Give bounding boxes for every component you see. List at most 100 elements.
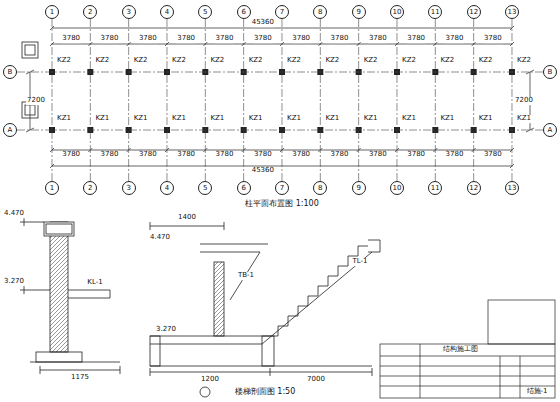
axis-number: 4 [165,9,169,16]
drawing-label: 3780 [138,35,158,43]
axis-line [52,19,53,181]
axis-number: A [8,127,13,134]
axis-bubble: 7 [275,181,289,195]
drawing-label: 3780 [330,35,350,43]
column-tag: KZ2 [94,57,110,65]
axis-number: 11 [431,9,440,16]
axis-bubble: 13 [505,181,519,195]
axis-bubble: A [543,123,557,137]
axis-line [511,19,512,181]
drawing-label: 3780 [215,151,235,159]
axis-bubble: 4 [160,181,174,195]
axis-number: 4 [165,185,169,192]
axis-number: 11 [431,185,440,192]
column-tag: KZ1 [209,115,225,123]
column-tag: KZ2 [324,57,340,65]
drawing-label: 3780 [406,151,426,159]
axis-line [435,19,436,181]
axis-line [281,19,282,181]
drawing-label: 1400 [177,214,197,222]
axis-number: 10 [393,185,402,192]
axis-bubble: 5 [198,181,212,195]
drawing-label: 3.270 [3,278,25,286]
column-tag: KZ1 [516,115,532,123]
column-tag: KZ2 [248,57,264,65]
column-tag: KZ1 [363,115,379,123]
axis-bubble: 1 [45,181,59,195]
drawing-label: 3780 [100,35,120,43]
drawing-label: 3780 [445,35,465,43]
axis-number: 6 [241,9,245,16]
drawing-label: 3780 [368,35,388,43]
axis-bubble: 11 [428,5,442,19]
axis-line [205,19,206,181]
axis-number: 5 [203,185,207,192]
axis-number: 3 [126,185,130,192]
drawing-label: 楼梯剖面图 1:50 [234,388,297,397]
axis-number: 6 [241,185,245,192]
drawing-label: 45360 [251,167,275,175]
axis-bubble: 2 [83,5,97,19]
drawing-label: 3780 [253,151,273,159]
axis-line [166,19,167,181]
axis-bubble: 4 [160,5,174,19]
drawing-label: 3780 [406,35,426,43]
column-tag: KZ2 [209,57,225,65]
axis-number: 10 [393,9,402,16]
axis-bubble: 10 [390,5,404,19]
axis-line [17,130,543,131]
drawing-label: 3780 [61,151,81,159]
axis-number: 9 [356,185,360,192]
drawing-label: 3780 [445,151,465,159]
stair-section [150,222,380,397]
column-tag: KZ2 [286,57,302,65]
axis-number: 7 [280,185,284,192]
drawing-label: 7200 [26,97,46,105]
drawing-label: 3.270 [155,326,177,334]
drawing-label: 3780 [215,35,235,43]
column-tag: KZ1 [401,115,417,123]
axis-bubble: 8 [313,181,327,195]
axis-number: 2 [88,9,92,16]
drawing-label: 1175 [70,374,90,382]
column-tag: KZ1 [94,115,110,123]
drawing-label: 3780 [483,151,503,159]
drawing-label: 3780 [291,35,311,43]
column-detail [22,42,38,118]
axis-number: 7 [280,9,284,16]
drawing-label: 3780 [368,151,388,159]
axis-bubble: 3 [122,5,136,19]
column-tag: KZ1 [439,115,455,123]
axis-bubble: 2 [83,181,97,195]
column-tag: KZ1 [324,115,340,123]
axis-number: 2 [88,185,92,192]
axis-bubble: 11 [428,181,442,195]
drawing-label: 3780 [291,151,311,159]
drawing-label: 4.470 [3,210,25,218]
axis-bubble: 12 [467,181,481,195]
axis-number: 5 [203,9,207,16]
axis-number: 12 [469,9,478,16]
axis-bubble: 7 [275,5,289,19]
axis-bubble: 9 [352,181,366,195]
axis-bubble: A [3,123,17,137]
axis-line [358,19,359,181]
wall-section [20,218,120,374]
column-tag: KZ2 [171,57,187,65]
drawing-label: TB-1 [237,272,255,280]
axis-bubble: 10 [390,181,404,195]
column-tag: KZ1 [171,115,187,123]
axis-line [473,19,474,181]
drawing-label: 3780 [330,151,350,159]
column-tag: KZ1 [248,115,264,123]
axis-bubble: 5 [198,5,212,19]
drawing-label: 3780 [483,35,503,43]
axis-bubble: 12 [467,5,481,19]
drawing-label: 结施-1 [526,388,549,396]
axis-line [243,19,244,181]
column-tag: KZ1 [56,115,72,123]
axis-number: 13 [508,9,517,16]
axis-number: 1 [50,9,54,16]
drawing-label: 柱平面布置图 1:100 [244,200,320,209]
axis-bubble: 8 [313,5,327,19]
